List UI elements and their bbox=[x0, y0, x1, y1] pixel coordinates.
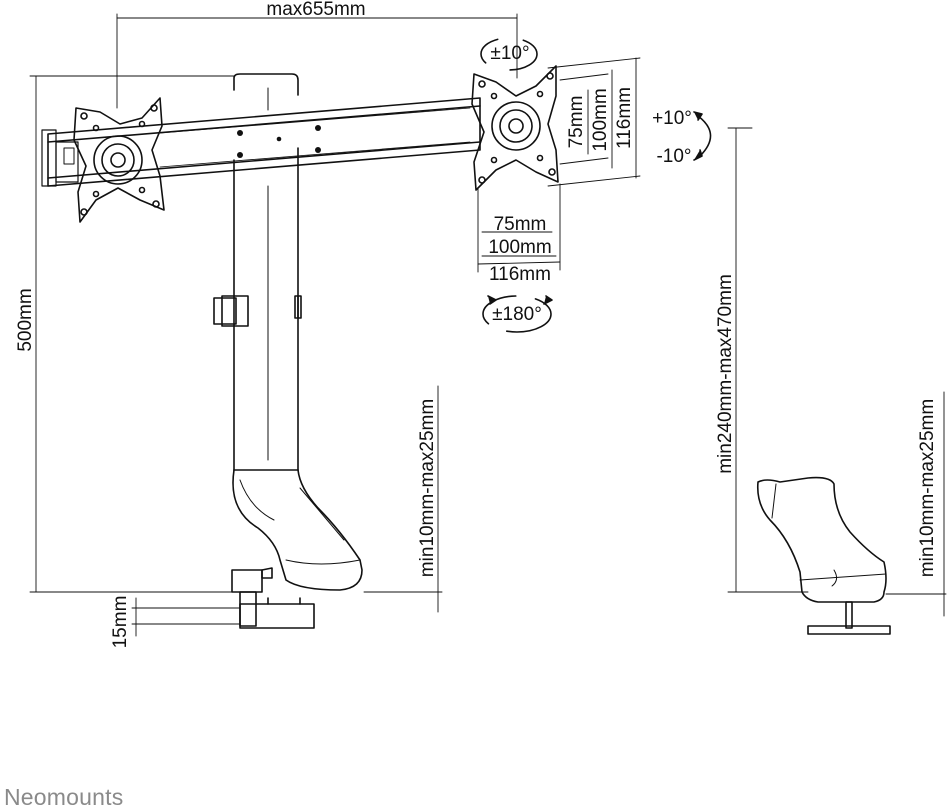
height-label: 500mm bbox=[15, 288, 36, 351]
clamp-plate-label: 15mm bbox=[110, 596, 131, 649]
clamp-dimension bbox=[131, 597, 241, 637]
tilt-arc-top bbox=[480, 37, 538, 71]
vesa-horizontal-100-label: 100mm bbox=[488, 237, 551, 258]
height-dimension bbox=[29, 75, 237, 593]
brand-logo-text: Neomounts bbox=[4, 784, 124, 810]
pole bbox=[213, 73, 302, 471]
max-width-label: max655mm bbox=[266, 0, 365, 20]
right-vesa-plate bbox=[471, 65, 559, 191]
vesa-vertical-75-label: 75mm bbox=[566, 96, 587, 149]
vesa-vertical-100-label: 100mm bbox=[590, 88, 611, 151]
rotation-label: ±180° bbox=[492, 304, 542, 325]
desk-thickness-dimension-2 bbox=[885, 391, 947, 617]
max-width-dimension bbox=[116, 13, 518, 109]
vesa-vertical-116-label: 116mm bbox=[614, 87, 635, 149]
base-arm bbox=[232, 469, 363, 591]
vesa-horizontal-116-label: 116mm bbox=[489, 264, 551, 285]
crossbar bbox=[41, 97, 481, 187]
vesa-horizontal-dimensions bbox=[477, 183, 561, 273]
vesa-vertical-dimensions bbox=[547, 57, 641, 187]
desk-thickness-dimension-1 bbox=[363, 385, 443, 613]
height-range-label: min240mm-max470mm bbox=[715, 274, 736, 474]
tilt-arc-side bbox=[693, 111, 712, 161]
desk-thickness-label-2: min10mm-max25mm bbox=[917, 399, 938, 577]
tilt-top-label: ±10° bbox=[490, 43, 529, 64]
height-range-dimension bbox=[727, 127, 809, 593]
tilt-down-label: -10° bbox=[656, 146, 691, 167]
clamp bbox=[231, 569, 315, 629]
rotation-arc bbox=[482, 295, 553, 333]
desk-thickness-label-1: min10mm-max25mm bbox=[417, 399, 438, 577]
vesa-horizontal-75-label: 75mm bbox=[494, 214, 547, 235]
left-vesa-plate bbox=[73, 97, 165, 223]
tilt-up-label: +10° bbox=[652, 108, 692, 129]
secondary-base bbox=[756, 476, 891, 635]
